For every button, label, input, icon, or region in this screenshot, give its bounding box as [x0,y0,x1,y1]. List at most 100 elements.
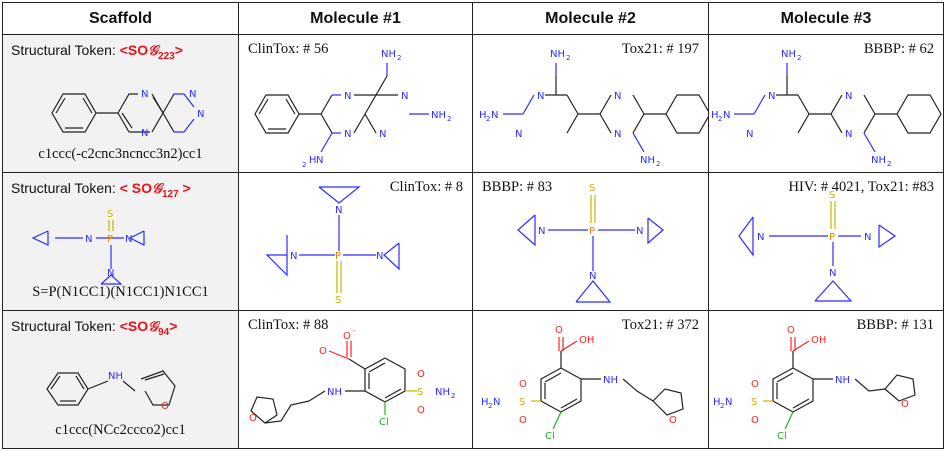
token-close: > [169,318,178,334]
header-row: Scaffold Molecule #1 Molecule #2 Molecul… [2,2,944,35]
svg-text:S: S [589,183,595,194]
svg-text:S: S [107,209,113,220]
token-name: <SO𝒢94> [120,318,178,338]
svg-text:N: N [316,155,323,166]
svg-text:S: S [829,190,835,201]
svg-text:N: N [768,91,775,102]
svg-text:NH: NH [781,49,796,60]
table-row: Structural Token: <SO𝒢223> [2,34,944,173]
svg-text:N: N [746,129,753,140]
svg-text:N: N [845,129,852,140]
svg-text:NH: NH [381,49,396,60]
svg-text:-: - [353,327,356,335]
header-molecule-1: Molecule #1 [238,2,473,35]
svg-text:NH: NH [603,375,618,386]
svg-text:N: N [379,129,386,140]
svg-text:O: O [519,379,527,390]
svg-text:NH: NH [550,49,565,60]
svg-text:2: 2 [451,392,455,400]
svg-text:O: O [669,415,677,426]
svg-text:N: N [401,91,408,102]
svg-text:N: N [141,128,148,139]
svg-text:N: N [614,129,621,140]
svg-text:S: S [417,387,423,398]
svg-text:N: N [864,232,871,243]
svg-text:N: N [290,251,297,262]
dataset-label: ClinTox: # 88 [248,317,329,333]
token-script: 𝒢 [148,43,159,59]
token-label: Structural Token: [11,318,120,334]
svg-text:2: 2 [486,115,490,123]
svg-text:N: N [589,271,596,282]
svg-text:O: O [751,415,759,426]
header-molecule-2: Molecule #2 [472,2,709,35]
token-script: 𝒢 [151,181,162,197]
structural-token: Structural Token: <SO𝒢223> [11,42,183,62]
token-sub: 94 [158,326,170,338]
svg-text:N: N [829,268,836,279]
svg-text:2: 2 [656,160,660,168]
svg-text:2: 2 [447,115,451,123]
svg-text:H: H [309,155,317,166]
svg-text:N: N [725,397,732,408]
svg-text:O: O [319,346,327,357]
dataset-label: HIV: # 4021, Tox21: #83 [788,179,934,195]
svg-text:2: 2 [797,54,801,62]
svg-text:N: N [344,91,351,102]
svg-text:O: O [555,325,563,336]
dataset-label: BBBP: # 131 [856,317,934,333]
svg-text:P: P [829,232,835,243]
svg-text:N: N [538,226,545,237]
svg-text:Cl: Cl [777,431,787,442]
scaffold-cell: Structural Token: <SO𝒢94> NH O c1ccc(NCc… [2,310,239,449]
scaffold-structure: NH O [46,370,176,412]
dataset-label: ClinTox: # 56 [248,41,329,57]
svg-text:N: N [493,397,500,408]
token-label: Structural Token: [11,180,120,196]
svg-text:S: S [519,397,525,408]
svg-text:Cl: Cl [545,431,555,442]
svg-text:OH: OH [811,335,826,346]
svg-text:O: O [901,399,909,410]
svg-text:2: 2 [887,160,891,168]
svg-text:OH: OH [579,335,594,346]
dataset-label: Tox21: # 372 [621,317,699,333]
scaffold-smiles: c1ccc(NCc2ccco2)cc1 [55,422,186,438]
svg-text:2: 2 [720,402,724,410]
scaffold-structure: NN NN [51,89,204,139]
svg-text:N: N [344,129,351,140]
svg-text:N: N [491,110,498,121]
molecule-cell: ClinTox: # 56 [238,34,473,173]
table-row: Structural Token: <SO𝒢94> NH O c1ccc(NCc… [2,310,944,449]
svg-text:NH: NH [108,371,123,382]
svg-text:N: N [376,251,383,262]
svg-text:N: N [515,129,522,140]
svg-text:O: O [417,405,425,416]
svg-text:O: O [751,379,759,390]
svg-text:O: O [519,415,527,426]
token-script: 𝒢 [148,319,159,335]
scaffold-cell: Structural Token: <SO𝒢223> [2,34,239,173]
svg-text:NH: NH [431,110,446,121]
svg-text:O: O [249,413,257,424]
svg-text:O: O [417,369,425,380]
dataset-label: ClinTox: # 8 [389,179,463,195]
svg-text:P: P [335,251,341,262]
svg-text:2: 2 [566,54,570,62]
svg-text:N: N [537,91,544,102]
dataset-label: BBBP: # 62 [863,41,934,57]
token-sub: 127 [161,188,179,200]
svg-text:O: O [161,401,169,412]
dataset-label: Tox21: # 197 [621,41,699,57]
svg-text:H: H [713,397,721,408]
